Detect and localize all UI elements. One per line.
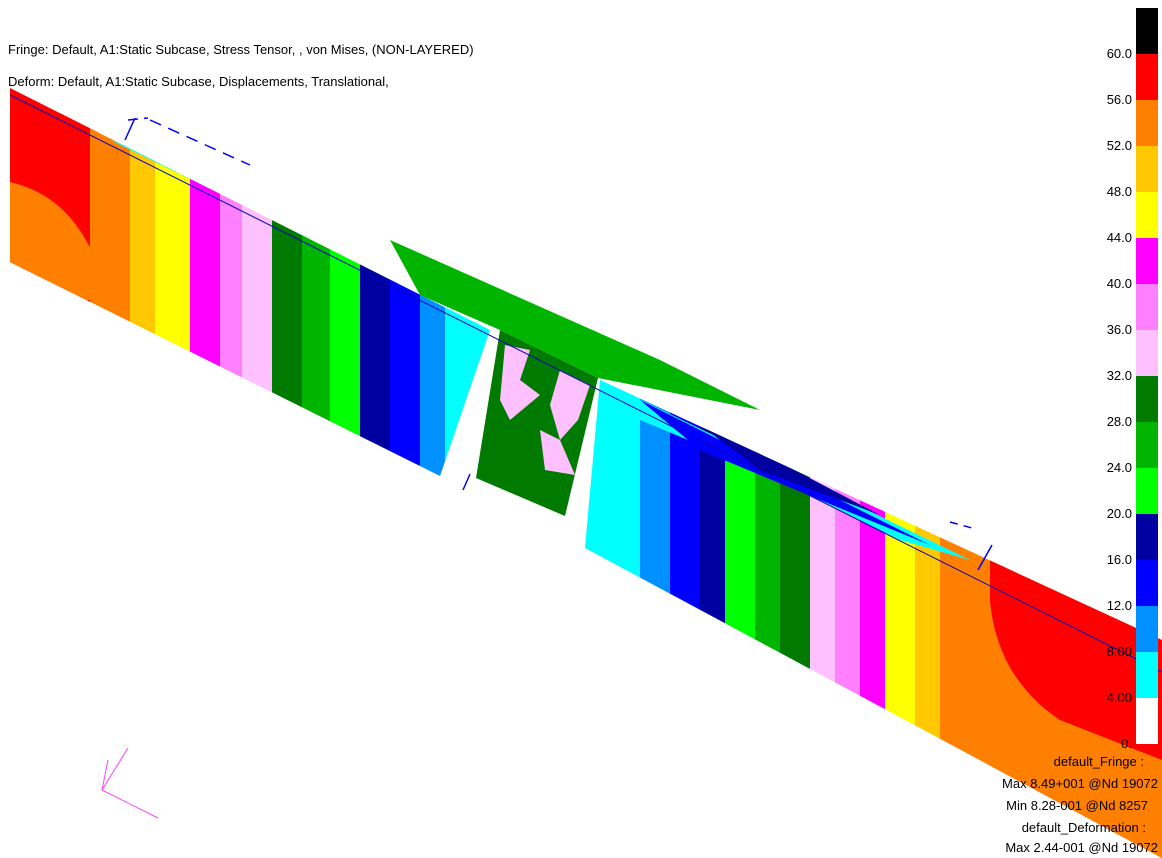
legend-tick-label: 0. (1121, 736, 1132, 751)
fringe-min: Min 8.28-001 @Nd 8257 (1006, 798, 1148, 813)
legend-swatch (1136, 560, 1158, 606)
legend-tick-label: 16.0 (1106, 552, 1132, 567)
fringe-max: Max 8.49+001 @Nd 19072 (1002, 776, 1158, 791)
legend-swatch (1136, 238, 1158, 284)
legend-swatch (1136, 468, 1158, 514)
legend-tick-label: 28.0 (1106, 414, 1132, 429)
legend-swatch (1136, 8, 1158, 54)
legend-swatch (1136, 100, 1158, 146)
coordinate-triad-icon (101, 747, 159, 819)
legend-swatch (1136, 422, 1158, 468)
legend-swatch (1136, 376, 1158, 422)
legend-swatch (1136, 330, 1158, 376)
deform-description: Deform: Default, A1:Static Subcase, Disp… (8, 74, 389, 89)
fringe-color-legend: 60.0 56.0 52.0 48.0 44.0 40.0 36.0 32.0 28.0 24.0… (1096, 8, 1162, 751)
legend-swatch (1136, 192, 1158, 238)
legend-swatch (1136, 146, 1158, 192)
legend-tick-label: 40.0 (1106, 276, 1132, 291)
legend-tick-label: 60.0 (1106, 46, 1132, 61)
legend-tick-label: 20.0 (1106, 506, 1132, 521)
legend-tick-label: 44.0 (1106, 230, 1132, 245)
legend-tick-label: 12.0 (1106, 598, 1132, 613)
legend-tick-label: 52.0 (1106, 138, 1132, 153)
legend-swatch (1136, 54, 1158, 100)
legend-tick-label: 24.0 (1106, 460, 1132, 475)
legend-tick-label: 32.0 (1106, 368, 1132, 383)
legend-tick-label: 4.00 (1106, 690, 1132, 705)
legend-tick-label: 8.00 (1106, 644, 1132, 659)
fringe-name: default_Fringe : (1053, 754, 1144, 769)
legend-swatch (1136, 284, 1158, 330)
legend-swatch (1136, 652, 1158, 698)
deformation-max: Max 2.44-001 @Nd 19072 (1005, 840, 1158, 855)
legend-tick-label: 36.0 (1106, 322, 1132, 337)
legend-tick-label: 48.0 (1106, 184, 1132, 199)
legend-swatch (1136, 606, 1158, 652)
legend-swatch (1136, 698, 1158, 744)
legend-swatch (1136, 514, 1158, 560)
legend-tick-label: 56.0 (1106, 92, 1132, 107)
deformation-name: default_Deformation : (1021, 820, 1146, 835)
fringe-description: Fringe: Default, A1:Static Subcase, Stre… (8, 42, 474, 57)
